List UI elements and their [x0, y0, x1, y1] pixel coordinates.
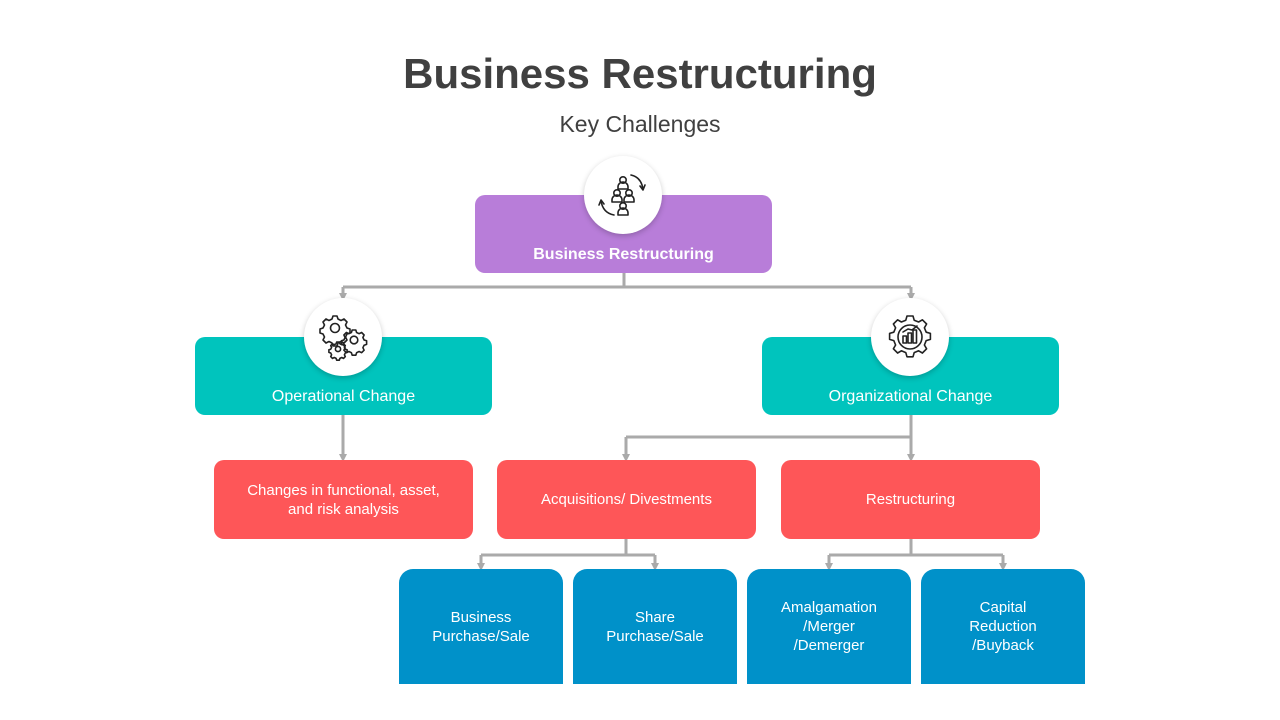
restructuring-label: Restructuring [865, 491, 956, 508]
amalgamation-merger-demerger-node: Amalgamation /Merger /Demerger [747, 569, 911, 684]
restructuring-node: Restructuring [781, 460, 1040, 539]
amalgamation-merger-demerger-label: Amalgamation /Merger /Demerger [781, 599, 877, 654]
organizational-change-label: Organizational Change [828, 387, 993, 405]
operational-change-node: Operational Change [195, 337, 492, 415]
organizational-icon-circle [871, 298, 949, 376]
share-purchase-sale-node: Share Purchase/Sale [573, 569, 737, 684]
operational-change-label: Operational Change [271, 387, 416, 405]
operational-icon-circle [304, 298, 382, 376]
acquisitions-divestments-label: Acquisitions/ Divestments [541, 491, 712, 508]
changes-analysis-node: Changes in functional, asset, and risk a… [214, 460, 473, 539]
root-node-label: Business Restructuring [533, 245, 714, 263]
page-title: Business Restructuring [403, 50, 877, 97]
business-purchase-sale-label: Business Purchase/Sale [432, 608, 530, 645]
capital-reduction-buyback-label: Capital Reduction /Buyback [969, 599, 1037, 654]
acquisitions-divestments-node: Acquisitions/ Divestments [497, 460, 756, 539]
gears-icon [319, 315, 368, 361]
restructure-people-arrows-icon [598, 174, 646, 216]
changes-analysis-label: Changes in functional, asset, and risk a… [247, 481, 440, 518]
page-subtitle: Key Challenges [559, 111, 721, 137]
capital-reduction-buyback-node: Capital Reduction /Buyback [921, 569, 1085, 684]
share-purchase-sale-label: Share Purchase/Sale [606, 608, 704, 645]
business-purchase-sale-node: Business Purchase/Sale [399, 569, 563, 684]
gear-bar-chart-icon [888, 315, 932, 358]
root-icon-circle [584, 156, 662, 234]
